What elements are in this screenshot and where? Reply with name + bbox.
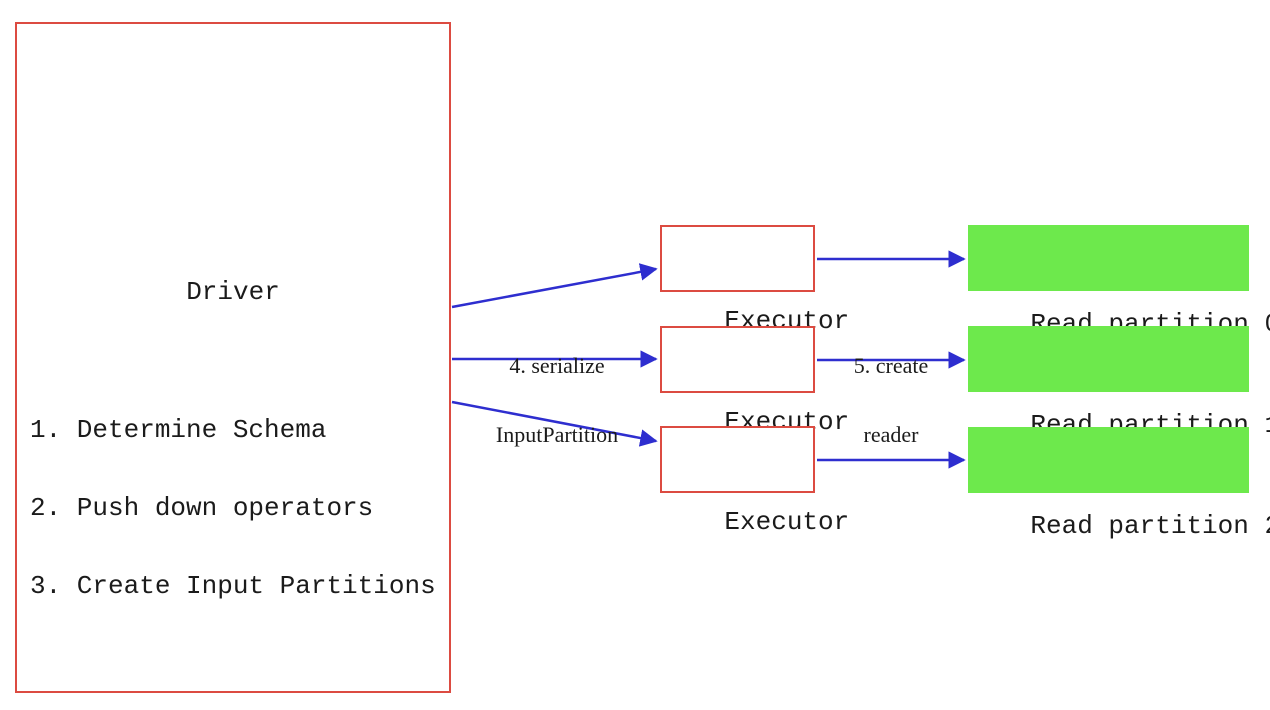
edge-label-create-reader-line1: 5. create [853, 353, 929, 378]
edge-label-serialize: 4. serialize InputPartition [467, 308, 647, 492]
partition-box-1: Read partition 1 [968, 326, 1270, 440]
partition-2-label: Read partition 2 [1030, 511, 1270, 541]
executor-2-label: Executor [724, 507, 850, 537]
driver-step-1: 1. Determine Schema [30, 415, 327, 445]
executor-box-1: Executor [660, 326, 849, 437]
driver-title: Driver [186, 277, 280, 307]
driver-box: Driver 1. Determine Schema 2. Push down … [15, 22, 451, 693]
edge-label-serialize-line2: InputPartition [495, 422, 619, 447]
edge-label-create-reader-line2: reader [863, 422, 919, 447]
driver-steps: 1. Determine Schema 2. Push down operato… [30, 365, 436, 651]
edge-label-create-reader: 5. create reader [801, 308, 981, 492]
partition-box-0: Read partition 0 [968, 225, 1270, 339]
arrow-driver-to-executor-0 [451, 263, 658, 309]
executor-box-0: Executor [660, 225, 849, 336]
partition-box-2: Read partition 2 [968, 427, 1270, 541]
executor-box-2: Executor [660, 426, 849, 537]
edge-label-serialize-line1: 4. serialize [509, 353, 605, 378]
driver-step-3: 3. Create Input Partitions [30, 571, 436, 601]
driver-step-2: 2. Push down operators [30, 493, 374, 523]
